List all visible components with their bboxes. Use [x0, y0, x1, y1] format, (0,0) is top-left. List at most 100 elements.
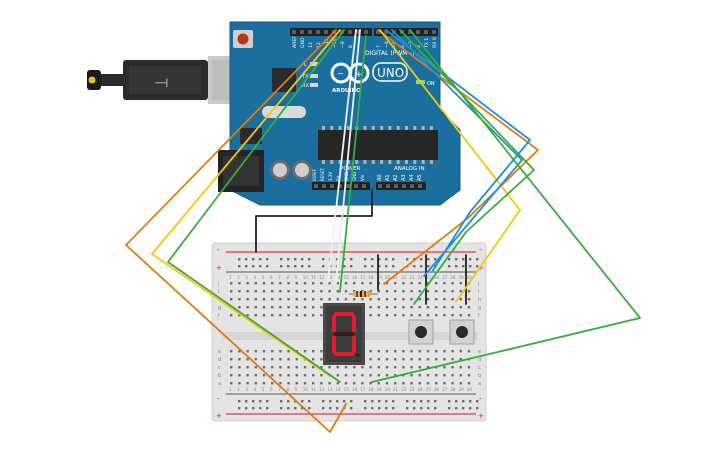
header-pin[interactable] — [308, 30, 312, 34]
breadboard-hole[interactable] — [271, 298, 274, 301]
breadboard-hole[interactable] — [287, 407, 290, 410]
breadboard-hole[interactable] — [254, 350, 257, 353]
header-pin[interactable] — [424, 30, 428, 34]
breadboard-hole[interactable] — [385, 290, 389, 293]
wire-blue-1[interactable] — [385, 29, 531, 273]
breadboard-hole[interactable] — [322, 265, 325, 268]
breadboard-hole[interactable] — [469, 407, 472, 410]
breadboard-hole[interactable] — [328, 382, 331, 385]
breadboard-hole[interactable] — [435, 282, 438, 285]
breadboard-hole[interactable] — [426, 374, 430, 377]
wire-black-gnd[interactable] — [255, 189, 373, 253]
header-pin[interactable] — [408, 30, 412, 34]
breadboard-hole[interactable] — [287, 350, 290, 353]
breadboard-hole[interactable] — [245, 265, 248, 268]
breadboard-hole[interactable] — [394, 366, 397, 369]
breadboard-hole[interactable] — [238, 400, 241, 403]
breadboard-hole[interactable] — [361, 374, 364, 377]
breadboard-hole[interactable] — [294, 407, 297, 410]
breadboard-hole[interactable] — [410, 382, 413, 385]
breadboard-hole[interactable] — [287, 290, 290, 293]
breadboard-hole[interactable] — [377, 290, 380, 293]
breadboard-hole[interactable] — [448, 258, 451, 261]
breadboard-hole[interactable] — [418, 290, 421, 293]
breadboard-hole[interactable] — [451, 350, 454, 353]
header-pin[interactable] — [338, 184, 342, 188]
breadboard-hole[interactable] — [377, 298, 380, 301]
breadboard-hole[interactable] — [455, 265, 458, 268]
breadboard-hole[interactable] — [336, 298, 339, 301]
breadboard-hole[interactable] — [238, 374, 241, 377]
breadboard-hole[interactable] — [303, 350, 307, 353]
breadboard-hole[interactable] — [435, 290, 438, 293]
header-pin[interactable] — [300, 30, 304, 34]
breadboard-hole[interactable] — [320, 290, 323, 293]
breadboard-hole[interactable] — [451, 298, 454, 301]
breadboard-hole[interactable] — [266, 265, 269, 268]
breadboard-hole[interactable] — [371, 407, 374, 410]
breadboard-hole[interactable] — [394, 374, 397, 377]
breadboard-hole[interactable] — [254, 314, 257, 317]
breadboard-hole[interactable] — [279, 298, 282, 301]
breadboard-hole[interactable] — [361, 382, 364, 385]
breadboard-hole[interactable] — [238, 306, 241, 309]
breadboard-hole[interactable] — [462, 400, 465, 403]
breadboard-hole[interactable] — [336, 382, 339, 385]
breadboard-hole[interactable] — [246, 358, 249, 361]
header-pin[interactable] — [418, 184, 422, 188]
breadboard-hole[interactable] — [467, 290, 471, 293]
breadboard-hole[interactable] — [303, 382, 307, 385]
breadboard-hole[interactable] — [364, 407, 367, 410]
breadboard-hole[interactable] — [427, 258, 430, 261]
breadboard-hole[interactable] — [364, 400, 367, 403]
breadboard-hole[interactable] — [238, 258, 241, 261]
push-button-2[interactable] — [449, 319, 475, 345]
breadboard-hole[interactable] — [279, 358, 282, 361]
breadboard-hole[interactable] — [344, 290, 348, 293]
breadboard-hole[interactable] — [410, 350, 413, 353]
breadboard-hole[interactable] — [353, 282, 356, 285]
breadboard-hole[interactable] — [254, 282, 257, 285]
breadboard-hole[interactable] — [435, 314, 438, 317]
wire-orange-1[interactable] — [125, 29, 347, 433]
breadboard-hole[interactable] — [320, 314, 323, 317]
breadboard-hole[interactable] — [459, 374, 462, 377]
breadboard-hole[interactable] — [287, 314, 290, 317]
breadboard-hole[interactable] — [459, 298, 462, 301]
breadboard-hole[interactable] — [329, 407, 332, 410]
breadboard-hole[interactable] — [418, 298, 421, 301]
breadboard-hole[interactable] — [443, 382, 446, 385]
breadboard-hole[interactable] — [377, 350, 380, 353]
breadboard-hole[interactable] — [418, 350, 421, 353]
breadboard-hole[interactable] — [451, 374, 454, 377]
breadboard-hole[interactable] — [301, 400, 304, 403]
breadboard-hole[interactable] — [295, 382, 298, 385]
header-pin[interactable] — [416, 30, 420, 34]
breadboard-hole[interactable] — [385, 258, 388, 261]
wire-white-5v-b[interactable] — [335, 29, 361, 284]
breadboard-hole[interactable] — [230, 374, 233, 377]
breadboard-hole[interactable] — [418, 382, 421, 385]
breadboard-hole[interactable] — [459, 366, 462, 369]
breadboard-hole[interactable] — [312, 314, 315, 317]
breadboard-hole[interactable] — [295, 282, 298, 285]
breadboard-hole[interactable] — [451, 282, 454, 285]
breadboard-hole[interactable] — [312, 382, 315, 385]
wire-white-5v-a[interactable] — [327, 29, 357, 283]
wire-yellow-1[interactable] — [151, 29, 341, 377]
breadboard-hole[interactable] — [343, 265, 346, 268]
breadboard-hole[interactable] — [336, 290, 339, 293]
breadboard-hole[interactable] — [262, 306, 266, 309]
breadboard-hole[interactable] — [369, 366, 372, 369]
breadboard-hole[interactable] — [320, 350, 323, 353]
breadboard-hole[interactable] — [435, 374, 438, 377]
breadboard-hole[interactable] — [385, 407, 388, 410]
breadboard-hole[interactable] — [295, 358, 298, 361]
breadboard-hole[interactable] — [320, 306, 323, 309]
breadboard-hole[interactable] — [271, 358, 274, 361]
breadboard-hole[interactable] — [448, 407, 451, 410]
breadboard-hole[interactable] — [344, 298, 348, 301]
breadboard-hole[interactable] — [252, 407, 255, 410]
breadboard-hole[interactable] — [443, 282, 446, 285]
breadboard-hole[interactable] — [266, 258, 269, 261]
